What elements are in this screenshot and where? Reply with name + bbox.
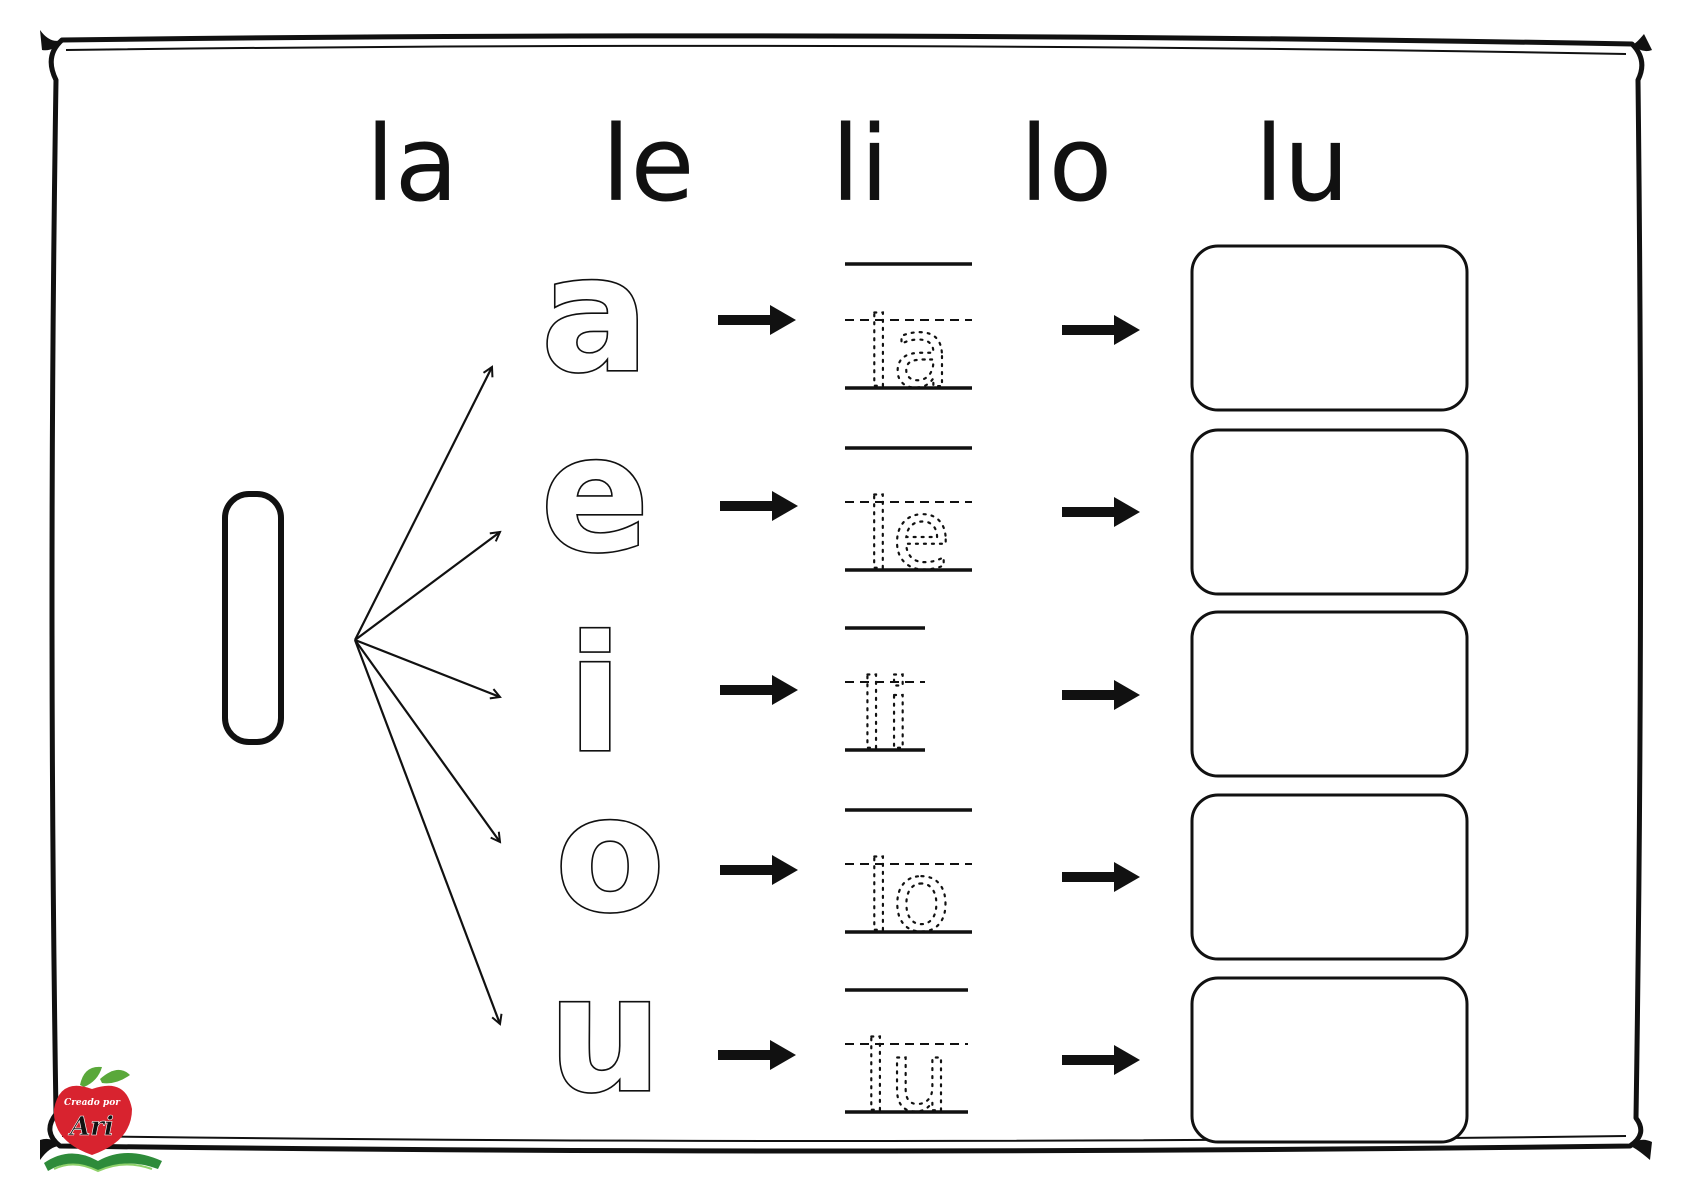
consonant-label: l xyxy=(253,779,254,781)
answer-box[interactable] xyxy=(1190,610,1469,778)
consonant-block: l xyxy=(222,491,284,781)
vowel-letter: u xyxy=(548,941,662,1128)
thick-right-arrow-icon xyxy=(1062,497,1140,527)
thick-right-arrow-icon xyxy=(720,675,798,705)
vowel-letter: a xyxy=(541,221,649,408)
hand-drawn-frame xyxy=(40,30,1652,1160)
thick-right-arrow-icon xyxy=(1062,862,1140,892)
trace-cell: lo xyxy=(845,808,972,954)
trace-cell: li xyxy=(845,626,925,772)
answer-box[interactable] xyxy=(1190,428,1469,596)
thin-arrow-icon xyxy=(354,532,500,641)
title-syllable: lo xyxy=(1020,103,1113,225)
thin-arrow-icon xyxy=(353,639,500,1024)
trace-column: la le li lo lu xyxy=(845,262,972,1134)
title-syllable: le xyxy=(602,103,695,225)
flow-arrows-left xyxy=(718,305,798,1070)
frame-corner-curl xyxy=(40,30,62,51)
thin-arrow-icon xyxy=(354,367,492,641)
trace-cell: la xyxy=(845,262,972,410)
thin-arrow-icon xyxy=(354,639,500,842)
thick-right-arrow-icon xyxy=(720,491,798,521)
vowel-letter: e xyxy=(541,401,650,588)
thick-right-arrow-icon xyxy=(1062,315,1140,345)
thick-right-arrow-icon xyxy=(720,855,798,885)
answer-box[interactable] xyxy=(1190,976,1469,1144)
thin-arrow-icon xyxy=(354,638,500,697)
trace-cell: lu xyxy=(845,988,968,1134)
thick-right-arrow-icon xyxy=(1062,1045,1140,1075)
frame-corner-curl xyxy=(1630,1139,1652,1160)
trace-cell: le xyxy=(845,446,972,592)
trace-syllable: la xyxy=(865,297,951,409)
thick-right-arrow-icon xyxy=(1062,680,1140,710)
vowel-letter: i xyxy=(568,601,623,788)
leaf-icon xyxy=(100,1069,130,1084)
creator-logo: Creado por Ari xyxy=(44,1066,162,1173)
trace-syllable: lu xyxy=(862,1021,950,1133)
apple-icon xyxy=(53,1085,132,1155)
logo-small-text: Creado por xyxy=(64,1098,121,1108)
title-syllable: lu xyxy=(1255,103,1350,225)
leaf-icon xyxy=(80,1066,102,1087)
thick-right-arrow-icon xyxy=(718,305,796,335)
branch-arrows xyxy=(353,367,500,1024)
flow-arrows-right xyxy=(1062,315,1140,1075)
book-icon xyxy=(44,1153,162,1171)
thick-right-arrow-icon xyxy=(718,1040,796,1070)
vowel-letter: o xyxy=(555,761,665,948)
trace-syllable: le xyxy=(865,479,951,591)
frame-corner-curl xyxy=(1632,34,1652,52)
answer-box[interactable] xyxy=(1190,793,1469,961)
trace-syllable: lo xyxy=(865,841,950,953)
title-syllable: li xyxy=(831,103,889,225)
vowel-column: a e i o u xyxy=(539,219,666,1129)
title-syllable: la xyxy=(366,103,459,225)
title-syllables: la le li lo lu xyxy=(366,103,1350,225)
frame-corner-curl xyxy=(40,1138,60,1160)
answer-boxes xyxy=(1190,244,1469,1144)
answer-box[interactable] xyxy=(1190,244,1469,412)
logo-name: Ari xyxy=(67,1112,114,1142)
trace-syllable: li xyxy=(858,659,911,771)
